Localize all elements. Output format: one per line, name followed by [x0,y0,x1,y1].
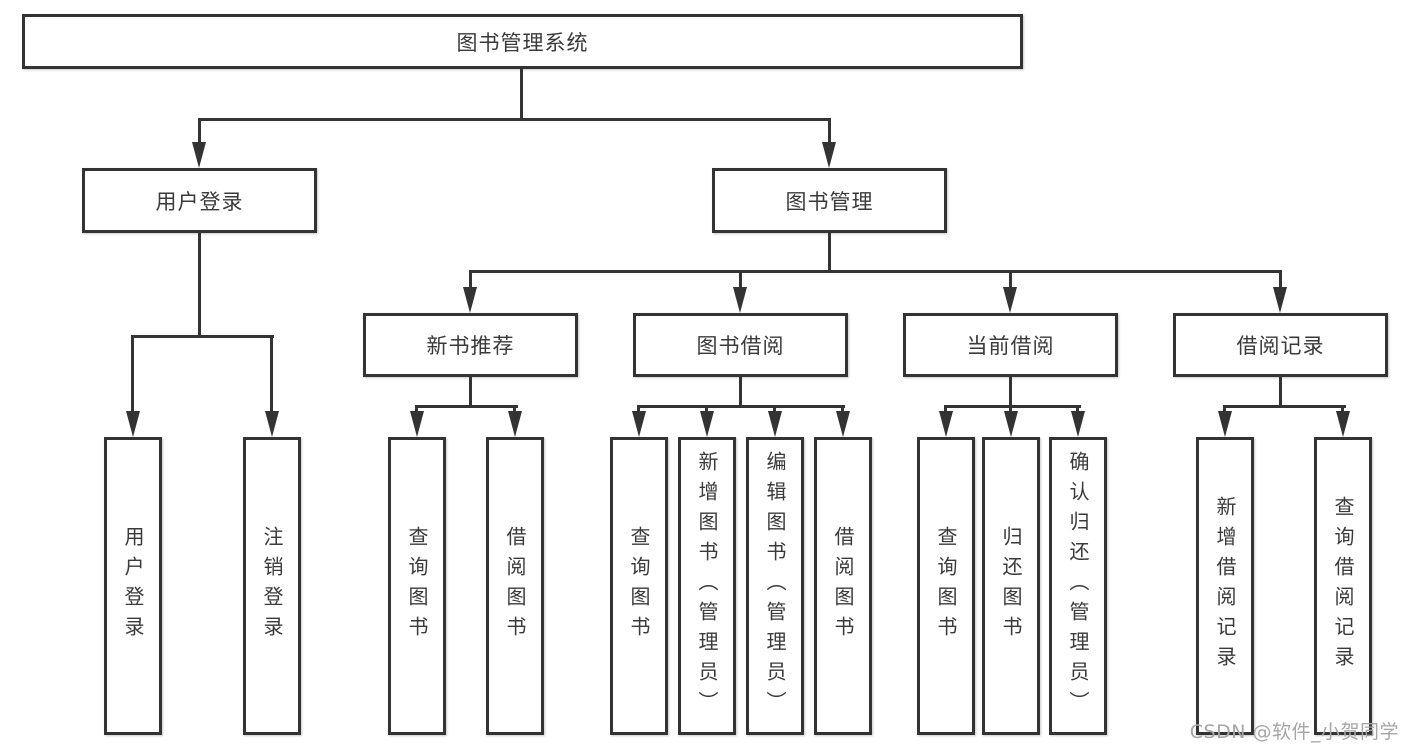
leaf-return-books-label: 归还图书 [999,526,1023,646]
arrow-to-leaf-query-1 [410,411,424,437]
leaf-borrow-books-2-label: 借阅图书 [831,526,855,646]
leaf-query-books-2-label: 查询图书 [627,526,651,646]
node-book-management: 图书管理 [712,168,947,233]
leaf-add-borrow-record-label: 新增借阅记录 [1213,496,1237,676]
leaf-edit-books-admin: 编辑图书（管理员） [746,437,804,735]
connector-to-leaf-query-1 [415,405,418,415]
node-user-login: 用户登录 [82,168,317,233]
arrow-to-leaf-add-record [1218,411,1232,437]
arrow-to-borrow-record [1273,287,1287,313]
connector-to-book-management [828,118,831,146]
arrow-to-leaf-borrow-1 [508,411,522,437]
connector-user-login-stem [198,233,201,335]
arrow-to-leaf-logout [265,411,279,437]
leaf-user-login: 用户登录 [104,437,162,735]
connector-new-book-split [415,405,518,408]
connector-book-borrow-split [637,405,845,408]
node-new-book-recommend: 新书推荐 [363,313,578,377]
connector-new-book-stem [469,377,472,405]
csdn-watermark: CSDN @软件_小贺同学 [1189,721,1399,743]
connector-root-stem [520,68,523,119]
node-new-book-recommend-label: 新书推荐 [426,334,515,358]
arrow-to-user-login [192,142,206,168]
node-current-borrow-label: 当前借阅 [966,334,1055,358]
connector-to-current-borrow [1009,270,1012,290]
leaf-edit-books-admin-label: 编辑图书（管理员） [763,451,787,721]
connector-book-management-stem [828,233,831,270]
arrow-to-leaf-confirm-return [1071,411,1085,437]
node-root-label: 图书管理系统 [456,30,589,55]
connector-to-leaf-confirm-return [1076,405,1079,415]
connector-borrow-record-stem [1279,377,1282,405]
leaf-add-borrow-record: 新增借阅记录 [1196,437,1254,735]
node-book-borrow-label: 图书借阅 [696,334,785,358]
leaf-borrow-books-1-label: 借阅图书 [503,526,527,646]
node-borrow-record: 借阅记录 [1173,313,1388,377]
connector-to-user-login [198,118,201,146]
leaf-add-books-admin-label: 新增图书（管理员） [695,451,719,721]
leaf-add-books-admin: 新增图书（管理员） [678,437,736,735]
arrow-to-leaf-query-3 [939,411,953,437]
node-book-management-label: 图书管理 [785,189,874,214]
arrow-to-leaf-user-login [126,411,140,437]
connector-current-borrow-stem [1009,377,1012,405]
connector-to-leaf-edit-books [773,405,776,415]
arrow-to-new-book-recommend [463,287,477,313]
node-user-login-label: 用户登录 [155,189,244,214]
leaf-query-books-1-label: 查询图书 [405,526,429,646]
arrow-to-leaf-return-books [1004,411,1018,437]
leaf-query-books-2: 查询图书 [610,437,668,735]
arrow-to-leaf-borrow-2 [836,411,850,437]
connector-to-leaf-return-books [1009,405,1012,415]
leaf-logout: 注销登录 [243,437,301,735]
leaf-logout-label: 注销登录 [260,526,284,646]
connector-book-management-split [469,270,1282,273]
leaf-query-borrow-record-label: 查询借阅记录 [1331,496,1355,676]
arrow-to-leaf-query-record [1336,411,1350,437]
arrow-to-current-borrow [1003,287,1017,313]
connector-to-leaf-add-books [705,405,708,415]
node-root: 图书管理系统 [22,14,1023,69]
connector-current-borrow-split [944,405,1081,408]
connector-root-split [198,118,831,121]
arrow-to-book-management [822,142,836,168]
leaf-confirm-return-admin: 确认归还（管理员） [1049,437,1107,735]
arrow-to-leaf-add-books [700,411,714,437]
node-book-borrow: 图书借阅 [633,313,848,377]
connector-to-new-book-recommend [469,270,472,290]
connector-to-leaf-user-login [131,335,134,413]
arrow-to-leaf-edit-books [768,411,782,437]
node-borrow-record-label: 借阅记录 [1236,334,1325,358]
connector-to-book-borrow [739,270,742,290]
leaf-confirm-return-admin-label: 确认归还（管理员） [1066,451,1090,721]
connector-user-login-split [131,335,274,338]
connector-to-leaf-add-record [1223,405,1226,415]
arrow-to-book-borrow [733,287,747,313]
arrow-to-leaf-query-2 [632,411,646,437]
leaf-query-borrow-record: 查询借阅记录 [1314,437,1372,735]
leaf-query-books-1: 查询图书 [388,437,446,735]
leaf-borrow-books-1: 借阅图书 [486,437,544,735]
connector-to-leaf-borrow-2 [841,405,844,415]
connector-book-borrow-stem [739,377,742,405]
connector-to-leaf-query-3 [944,405,947,415]
leaf-user-login-label: 用户登录 [121,526,145,646]
leaf-borrow-books-2: 借阅图书 [814,437,872,735]
connector-to-leaf-query-2 [637,405,640,415]
connector-to-leaf-query-record [1341,405,1344,415]
leaf-query-books-3-label: 查询图书 [934,526,958,646]
leaf-return-books: 归还图书 [982,437,1040,735]
connector-to-borrow-record [1279,270,1282,290]
node-current-borrow: 当前借阅 [903,313,1118,377]
connector-to-leaf-logout [270,335,273,413]
connector-to-leaf-borrow-1 [513,405,516,415]
leaf-query-books-3: 查询图书 [917,437,975,735]
connector-borrow-record-split [1223,405,1346,408]
